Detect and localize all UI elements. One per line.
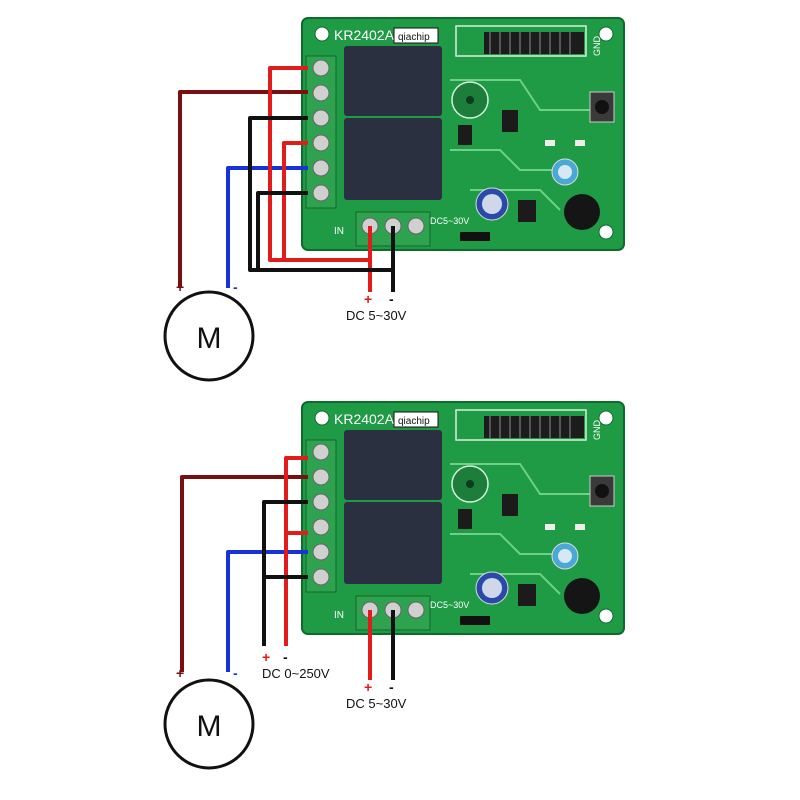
top-power-plus: + bbox=[364, 291, 372, 307]
top-motor: M + - bbox=[163, 279, 255, 382]
bottom-in-dc-label: DC5~30V bbox=[430, 600, 469, 610]
top-in-dc-label: DC5~30V bbox=[430, 216, 469, 226]
bottom-load-plus: + bbox=[262, 649, 270, 665]
top-power-minus: - bbox=[389, 291, 394, 307]
top-wires bbox=[178, 66, 395, 292]
top-model-label: KR2402A bbox=[334, 27, 395, 43]
top-relay-2 bbox=[344, 118, 442, 200]
bottom-model-label: KR2402A bbox=[334, 411, 395, 427]
bottom-wire-motor-minus bbox=[226, 550, 308, 672]
bottom-power-label: DC 5~30V bbox=[346, 696, 407, 711]
top-motor-label: M bbox=[197, 322, 222, 355]
bottom-load-minus: - bbox=[283, 649, 288, 665]
top-wire-black-a bbox=[248, 116, 395, 292]
bottom-motor-label: M bbox=[197, 710, 222, 743]
bottom-brand-label: qiachip bbox=[398, 416, 430, 427]
bottom-motor: M + - bbox=[163, 665, 255, 770]
bottom-power-plus: + bbox=[364, 679, 372, 695]
top-wire-motor-minus bbox=[226, 166, 308, 288]
top-wire-red-b bbox=[282, 141, 308, 260]
bottom-relay-2 bbox=[344, 502, 442, 584]
top-brand-label: qiachip bbox=[398, 32, 430, 43]
bottom-in-label: IN bbox=[334, 610, 344, 621]
top-motor-minus: - bbox=[233, 279, 238, 295]
top-diagram: KR2402A qiachip GND IN DC5~30V M + - + -… bbox=[163, 17, 625, 382]
top-motor-plus: + bbox=[176, 279, 184, 295]
top-power-label: DC 5~30V bbox=[346, 308, 407, 323]
bottom-diagram: KR2402A qiachip GND IN DC5~30V + - DC 0~… bbox=[163, 401, 625, 770]
bottom-wires bbox=[180, 456, 395, 680]
bottom-wire-red-load bbox=[284, 456, 308, 646]
bottom-motor-plus: + bbox=[176, 665, 184, 681]
bottom-motor-minus: - bbox=[233, 665, 238, 681]
bottom-gnd-label: GND bbox=[592, 420, 602, 441]
bottom-wire-motor-plus bbox=[180, 475, 308, 672]
top-output-terminal-block bbox=[305, 55, 337, 209]
top-gnd-label: GND bbox=[592, 36, 602, 57]
top-wire-motor-plus bbox=[178, 90, 308, 288]
bottom-wire-black-load bbox=[262, 500, 308, 646]
bottom-relay-1 bbox=[344, 430, 442, 500]
bottom-power-minus: - bbox=[389, 679, 394, 695]
top-in-label: IN bbox=[334, 226, 344, 237]
bottom-load-label: DC 0~250V bbox=[262, 666, 330, 681]
bottom-output-terminal-block bbox=[305, 439, 337, 593]
top-wire-black-b bbox=[256, 191, 308, 270]
top-relay-1 bbox=[344, 46, 442, 116]
